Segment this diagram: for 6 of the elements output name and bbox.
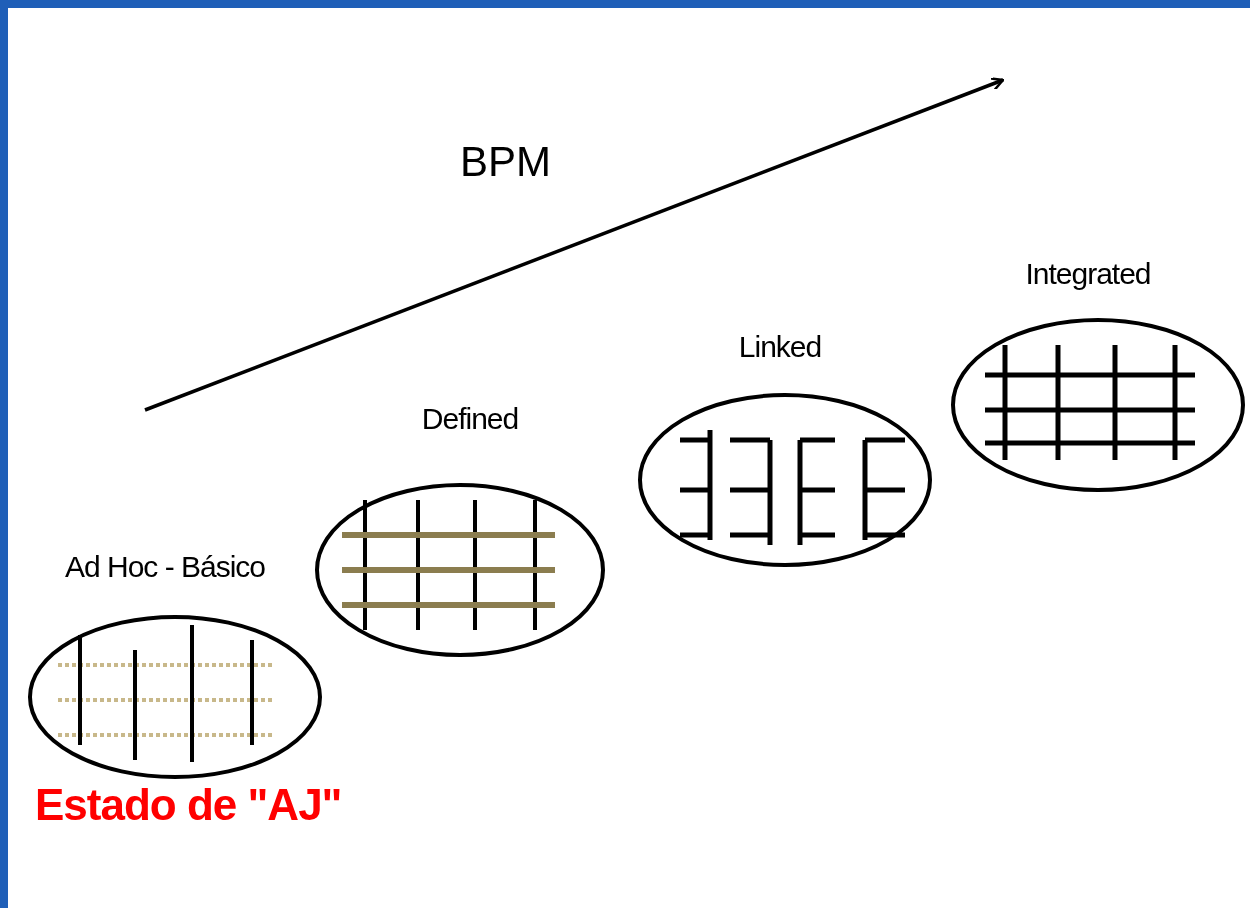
stage-heading: Integrated [1025, 257, 1151, 291]
stage-heading: Defined [421, 402, 519, 436]
status-note: Estado de "AJ" [35, 780, 342, 830]
stage-heading: Linked [738, 330, 822, 364]
axis-label: BPM [460, 138, 551, 186]
stage-heading: Ad Hoc - Básico [64, 550, 266, 584]
